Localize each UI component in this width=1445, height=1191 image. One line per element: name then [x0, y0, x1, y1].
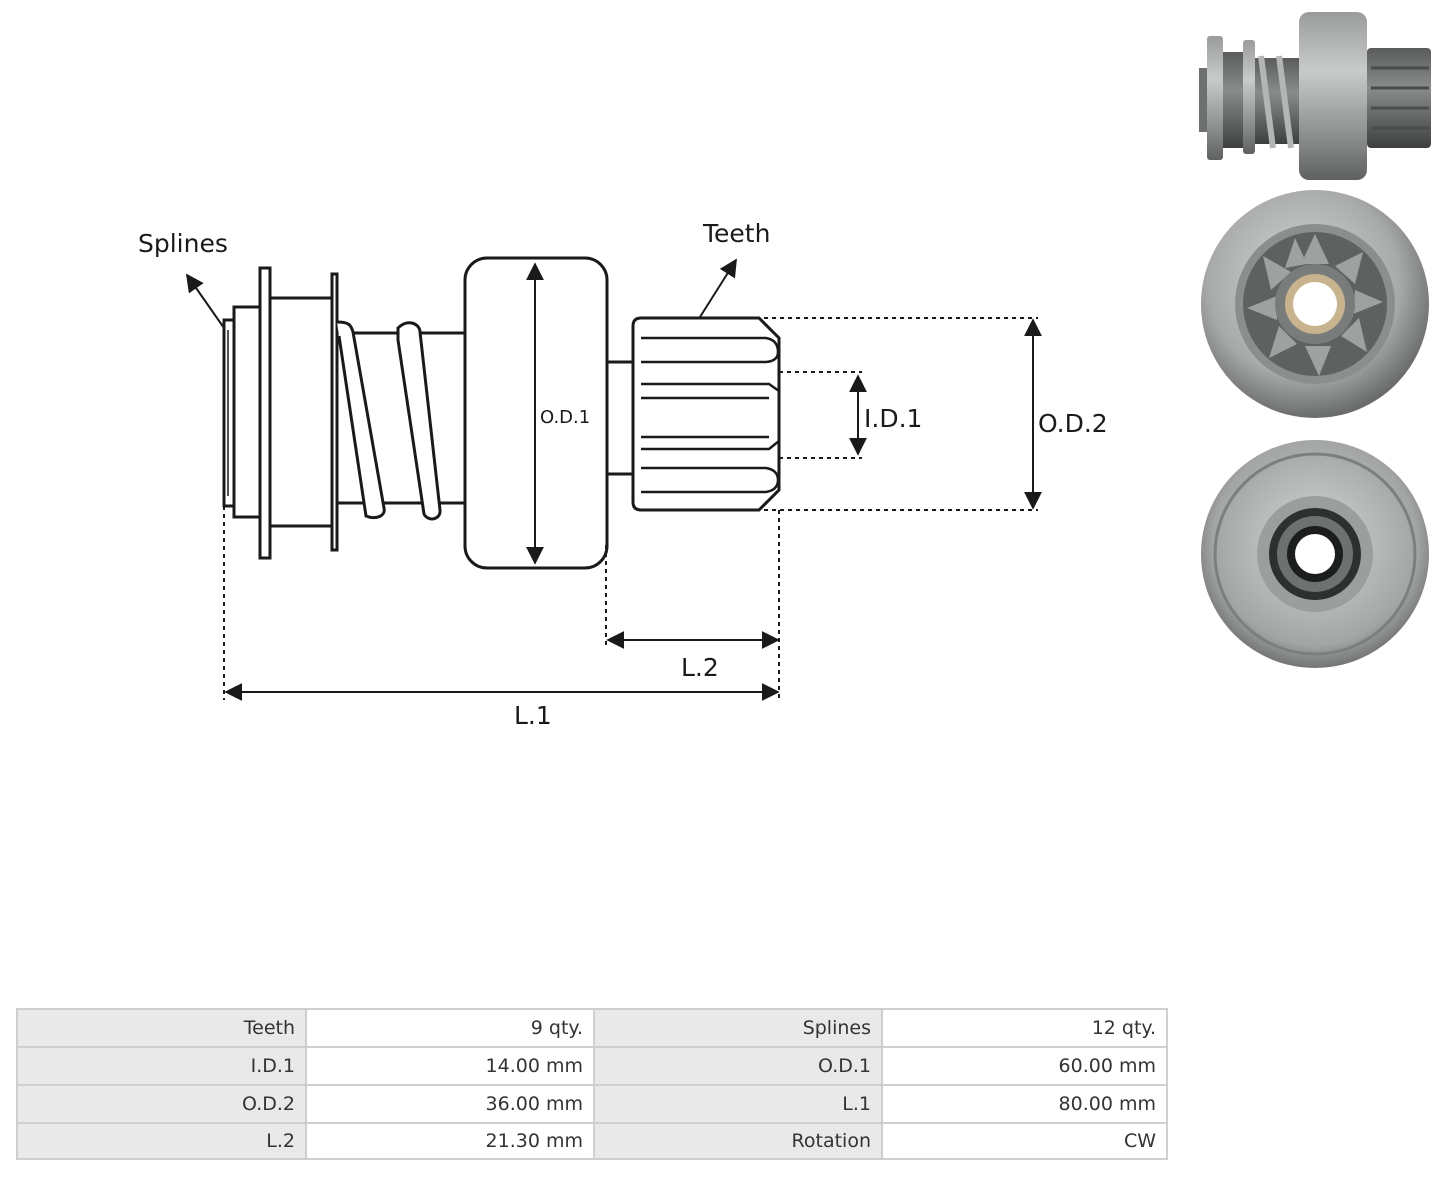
specs-table: Teeth 9 qty. Splines 12 qty. I.D.1 14.00… [16, 1008, 1168, 1160]
spring-coil [336, 320, 386, 520]
splines-label: Splines [138, 229, 228, 258]
spec-label: L.1 [593, 1084, 881, 1122]
spec-value: 60.00 mm [881, 1046, 1168, 1084]
spec-label: Splines [593, 1008, 881, 1046]
table-row: Teeth 9 qty. Splines 12 qty. [16, 1008, 1168, 1046]
drive-outline [222, 256, 781, 570]
l2-label: L.2 [681, 653, 719, 682]
spec-value: 14.00 mm [305, 1046, 593, 1084]
table-row: O.D.2 36.00 mm L.1 80.00 mm [16, 1084, 1168, 1122]
l1-label: L.1 [514, 701, 552, 730]
spec-value: 36.00 mm [305, 1084, 593, 1122]
table-row: L.2 21.30 mm Rotation CW [16, 1122, 1168, 1160]
dimension-lines [185, 258, 1042, 701]
splines-leader [185, 273, 225, 329]
front-view-photo [1201, 190, 1429, 418]
spec-value: 9 qty. [305, 1008, 593, 1046]
spec-label: O.D.2 [16, 1084, 305, 1122]
side-view-photo [1199, 12, 1431, 180]
spec-label: Teeth [16, 1008, 305, 1046]
pinion [631, 316, 781, 512]
hub [605, 360, 635, 476]
od2-label: O.D.2 [1038, 409, 1108, 438]
spec-value: 12 qty. [881, 1008, 1168, 1046]
rear-view-photo [1201, 440, 1429, 668]
spec-value: CW [881, 1122, 1168, 1160]
spec-value: 21.30 mm [305, 1122, 593, 1160]
spec-label: Rotation [593, 1122, 881, 1160]
spec-label: I.D.1 [16, 1046, 305, 1084]
spline-collar [232, 305, 262, 519]
od1-label: O.D.1 [540, 407, 590, 428]
clutch-body [268, 296, 334, 528]
spec-value: 80.00 mm [881, 1084, 1168, 1122]
spec-label: O.D.1 [593, 1046, 881, 1084]
teeth-leader [699, 258, 737, 318]
spec-label: L.2 [16, 1122, 305, 1160]
spring-coil [396, 321, 442, 521]
pinion-teeth [641, 336, 780, 494]
dimension-labels: Splines Teeth O.D.1 I.D.1 O.D.2 L.2 L.1 [138, 219, 1108, 730]
table-row: I.D.1 14.00 mm O.D.1 60.00 mm [16, 1046, 1168, 1084]
teeth-label: Teeth [702, 219, 770, 248]
id1-label: I.D.1 [864, 404, 922, 433]
